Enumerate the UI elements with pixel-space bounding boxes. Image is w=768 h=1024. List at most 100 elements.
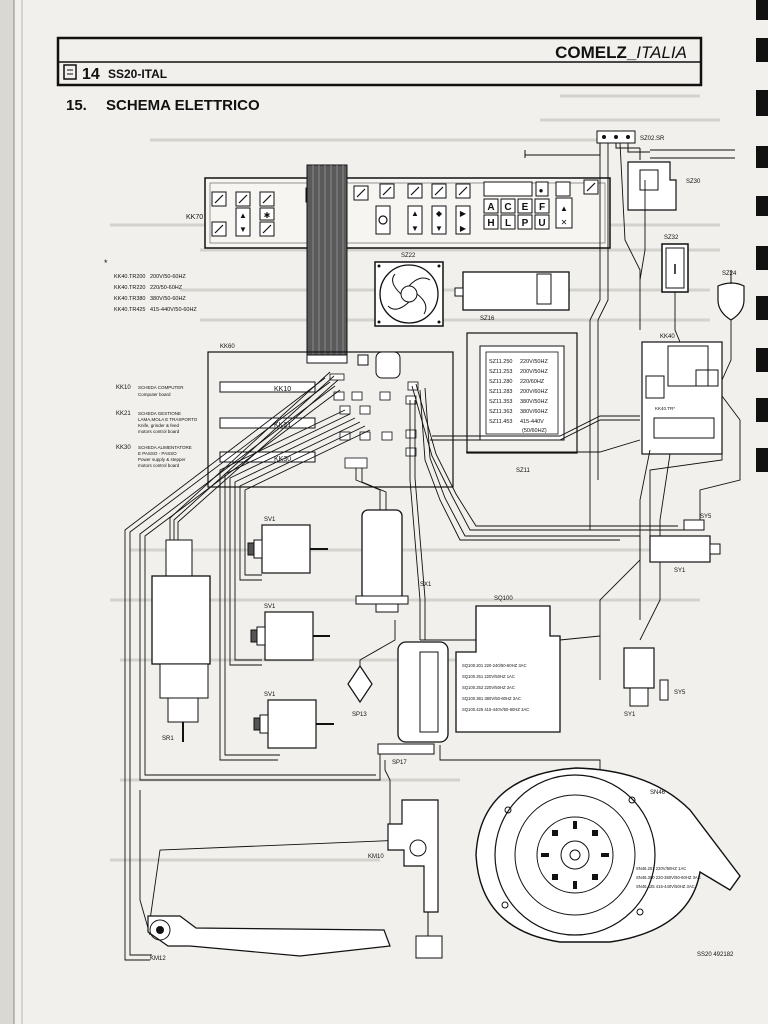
sq100-label: SQ100 (494, 596, 513, 602)
tr-code: SZ11.283 (489, 389, 512, 395)
kk40-label: KK40 (660, 334, 675, 340)
board-en: Knife, grinder & feed (138, 423, 180, 428)
sy1-label: SY1 (674, 568, 686, 574)
vt-spec: 415-440V/50-60HZ (150, 307, 197, 313)
vt-spec: 200V/50-60HZ (150, 274, 186, 280)
sq-spec: SQ100.425 415-440V/50-60HZ 3AC (462, 707, 529, 712)
sz22-label: SZ22 (401, 253, 416, 259)
kk40-board: KK40 KK40.TR* (641, 334, 723, 455)
key-u: U (538, 218, 545, 229)
sv1-motor: SV1 (250, 604, 330, 661)
tr-spec: 380V/60HZ (520, 409, 548, 415)
sq-spec: SQ100.251 220V/50HZ 1AC (462, 674, 515, 679)
doc-code: SS20-ITAL (108, 67, 167, 81)
svg-text:◆: ◆ (436, 209, 443, 218)
board-it: SCHEDA ALIMENTATORE (138, 445, 192, 450)
vt-spec: 380V/50-60HZ (150, 296, 186, 302)
tr-spec: 415-440V (520, 419, 544, 425)
vt-code: KK40.TR380 (114, 296, 146, 302)
sn-spec: SN46.425 415-440V/50HZ 3AC (636, 884, 695, 889)
document-icon (63, 64, 77, 80)
tr-spec: 380V/50HZ (520, 399, 548, 405)
ribbon-cable (306, 164, 348, 364)
sv1-motor: SV1 (247, 517, 328, 574)
board-code: KK30 (116, 445, 131, 451)
section-title: SCHEMA ELETTRICO (106, 97, 260, 114)
board-en: LAMA,MOLA E TRASPORTO (138, 417, 198, 422)
sy5-valve: SY5 (683, 514, 712, 531)
kk40-tr-label: KK40.TR* (655, 406, 675, 411)
key-e: E (522, 202, 529, 213)
footer-code: SS20 492182 (697, 952, 734, 958)
svg-text:●: ● (539, 186, 544, 195)
tr-spec: (50/60HZ) (522, 428, 547, 434)
board-en: motors control board (138, 429, 180, 434)
board-legend: KK10 SCHEDA COMPUTER Computer board KK21… (116, 385, 198, 468)
sp17-label: SP17 (392, 760, 407, 766)
sy5-label: SY5 (700, 514, 712, 520)
board-code: KK10 (116, 385, 131, 391)
sz32-switch: SZ32 (661, 235, 689, 293)
board-it: SCHEDA COMPUTER (138, 385, 184, 390)
kk10-slot-label: KK10 (274, 386, 291, 393)
tr-spec: 200V/50HZ (520, 369, 548, 375)
tr-code: SZ11.280 (489, 379, 512, 385)
sz22-fan: SZ22 (374, 253, 444, 327)
svg-text:▲: ▲ (560, 204, 568, 213)
svg-text:▲: ▲ (239, 211, 247, 220)
page-number: 14 (82, 66, 100, 83)
svg-text:▶: ▶ (460, 224, 467, 233)
tr-code: SZ11.250 (489, 359, 512, 365)
sz16-label: SZ16 (480, 316, 495, 322)
sn46-label: SN46 (650, 790, 666, 796)
sp13-sensor: SP13 (347, 664, 373, 718)
tr-spec: 200V/60HZ (520, 389, 548, 395)
tr-code: SZ11.363 (489, 409, 512, 415)
sq100-motor: SQ100 SQ100.201 220-240/50-60HZ 3AC SQ10… (397, 596, 561, 743)
vt-code: KK40.TR425 (114, 307, 146, 313)
svg-text:▶: ▶ (460, 209, 467, 218)
sq-spec: SQ100.381 380V/50-60HZ 3AC (462, 696, 521, 701)
sv1-motor: SV1 (253, 692, 334, 749)
svg-text:▼: ▼ (411, 224, 419, 233)
footnote-star: * (104, 258, 108, 268)
tr-code: SZ11.253 (489, 369, 512, 375)
sp13-label: SP13 (352, 712, 367, 718)
sq-spec: SQ100.252 220V/50HZ 3AC (462, 685, 515, 690)
sx1-label: SX1 (420, 582, 432, 588)
sr1-label: SR1 (162, 736, 174, 742)
sz02-terminal: SZ02.SR (524, 130, 735, 160)
kk70-keyboard-panel: ▲▼ ✱▲▼ ▲▼ ◆▼ ▶▶ ▲✕ ● A C E F H L P U KK7… (186, 177, 611, 249)
sz02-label: SZ02.SR (640, 136, 665, 142)
sz11-label: SZ11 (516, 468, 531, 474)
sy1-valve: SY1 (649, 535, 721, 574)
km12-lever: KM12 (147, 915, 391, 962)
sr1-motor: SR1 (151, 539, 211, 742)
km10-switch: KM10 (368, 799, 443, 959)
board-en: Computer board (138, 392, 171, 397)
sz16-filter: SZ16 (454, 271, 570, 322)
tr-code: SZ11.353 (489, 399, 512, 405)
svg-text:▼: ▼ (435, 224, 443, 233)
km12-label: KM12 (150, 956, 166, 962)
sv1-label: SV1 (264, 517, 276, 523)
sz32-label: SZ32 (664, 235, 679, 241)
tr-code: SZ11.453 (489, 419, 512, 425)
board-en: E PASSO - PASSO (138, 451, 177, 456)
sz30-switch: SZ30 (627, 161, 701, 211)
svg-text:✱: ✱ (264, 211, 271, 220)
sy5-valve: SY5 (659, 679, 686, 701)
vt-code: KK40.TR220 (114, 285, 146, 291)
key-l: L (505, 218, 511, 229)
binder-holes (756, 0, 768, 472)
board-en: Power supply & stepper (138, 457, 186, 462)
keypad-letters: A C E F H L P U (483, 198, 550, 230)
sz24-sensor: SZ24 (717, 270, 745, 321)
svg-text:▲: ▲ (411, 209, 419, 218)
board-code: KK21 (116, 411, 131, 417)
kk60-label: KK60 (220, 344, 235, 350)
svg-text:▼: ▼ (239, 225, 247, 234)
